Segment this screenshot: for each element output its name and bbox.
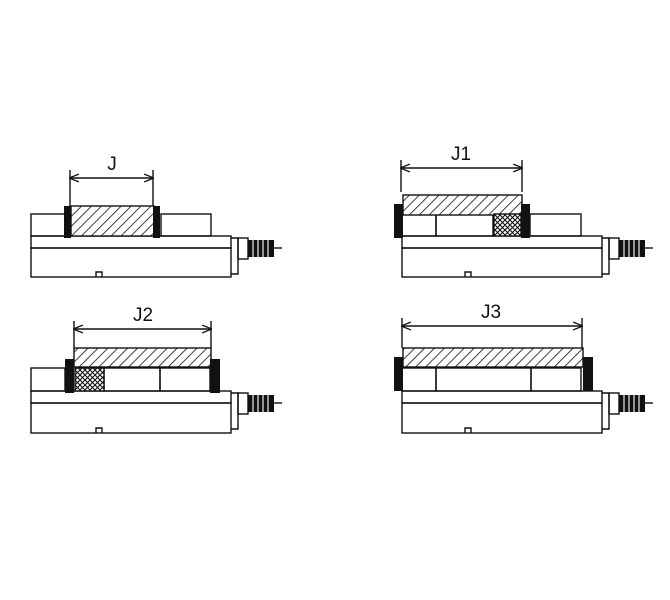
vise-j2-label: J2 xyxy=(133,305,153,326)
vise-j1-label: J1 xyxy=(451,144,471,165)
fixed-jaw xyxy=(394,357,403,391)
vise-j1-dimension: J1 xyxy=(401,144,522,192)
spindle-handle xyxy=(608,392,653,415)
fixed-jaw xyxy=(64,206,71,238)
vise-j2-dimension: J2 xyxy=(74,305,211,348)
movable-jaw xyxy=(521,204,530,238)
vise-j1: J1 xyxy=(394,144,653,278)
workpiece xyxy=(73,347,212,368)
vise-j3: J3 xyxy=(394,302,653,434)
movable-jaw xyxy=(153,206,160,238)
vise-j-dimension: J xyxy=(70,154,153,208)
spindle-handle xyxy=(608,237,653,260)
vise-j3-body xyxy=(401,367,610,434)
fixed-jaw xyxy=(65,359,74,393)
movable-jaw xyxy=(210,359,220,393)
parallel-block xyxy=(74,367,105,392)
vise-j: J xyxy=(30,154,282,278)
vise-j-label: J xyxy=(107,154,117,175)
workpiece xyxy=(402,347,584,368)
spindle-handle xyxy=(237,237,282,260)
workpiece xyxy=(70,205,155,237)
spindle-handle xyxy=(237,392,282,415)
vise-j2-body xyxy=(30,367,239,434)
parallel-block xyxy=(493,213,522,237)
vise-j2: J2 xyxy=(30,305,282,434)
workpiece xyxy=(402,194,523,216)
vise-j3-dimension: J3 xyxy=(402,302,582,348)
fixed-jaw xyxy=(394,204,403,238)
vise-j3-label: J3 xyxy=(481,302,501,323)
movable-jaw xyxy=(583,357,593,391)
